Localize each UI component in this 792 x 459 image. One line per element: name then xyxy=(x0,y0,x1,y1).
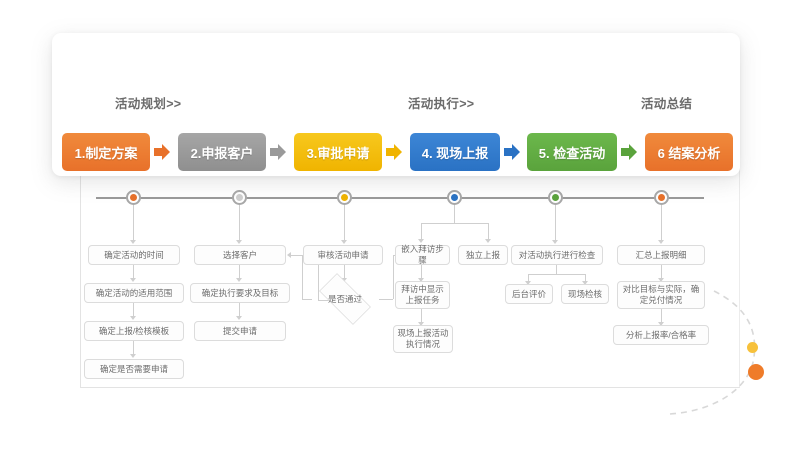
conn-col1-3-4 xyxy=(133,341,134,355)
col4-arrow-right xyxy=(485,239,491,243)
conn-col6-2-3 xyxy=(661,309,662,323)
step-chip-5[interactable]: 5. 检查活动 xyxy=(527,133,617,171)
col4-split-right xyxy=(488,223,489,240)
timeline-dot-1[interactable] xyxy=(126,190,141,205)
timeline-arrow-2 xyxy=(236,240,242,244)
timeline-arrow-6 xyxy=(658,240,664,244)
conn-col6-1-2 xyxy=(661,265,662,279)
flow-box-col6-3[interactable]: 分析上报率/合格率 xyxy=(613,325,709,345)
step-chip-2[interactable]: 2.申报客户 xyxy=(178,133,266,171)
timeline-stem-4 xyxy=(454,205,455,223)
phase-label-summary: 活动总结 xyxy=(641,97,693,111)
chevron-arrow-5 xyxy=(620,143,638,161)
timeline-dot-3[interactable] xyxy=(337,190,352,205)
step-chip-3[interactable]: 3.审批申请 xyxy=(294,133,382,171)
col4-split-left xyxy=(421,223,422,240)
decorative-dot-large xyxy=(748,364,764,380)
step-chip-6[interactable]: 6 结案分析 xyxy=(645,133,733,171)
timeline-arrow-1 xyxy=(130,240,136,244)
flow-box-col4-4[interactable]: 现场上报活动执行情况 xyxy=(393,325,453,353)
arrow-col2-2-3 xyxy=(236,316,242,320)
timeline-arrow-3 xyxy=(341,240,347,244)
conn-col1-1-2 xyxy=(133,265,134,279)
timeline-stem-5 xyxy=(555,205,556,241)
flow-box-col5-3[interactable]: 现场检核 xyxy=(561,284,609,304)
conn-col3-1-2 xyxy=(344,265,345,279)
timeline-rail xyxy=(96,197,704,199)
arrow-col1-3-4 xyxy=(130,354,136,358)
timeline-dot-4[interactable] xyxy=(447,190,462,205)
arrow-col6-1-2 xyxy=(658,278,664,282)
process-overview-card: 活动规划>> 活动执行>> 活动总结 1.制定方案 2.申报客户 3.审批申请 … xyxy=(52,33,740,176)
conn-col5-split-l xyxy=(528,274,529,282)
chevron-arrow-2 xyxy=(269,143,287,161)
timeline-dot-2[interactable] xyxy=(232,190,247,205)
flow-diagram-panel xyxy=(80,168,740,388)
step-chip-4[interactable]: 4. 现场上报 xyxy=(410,133,500,171)
flow-box-col3-1[interactable]: 审核活动申请 xyxy=(303,245,383,265)
flow-box-col5-2[interactable]: 后台评价 xyxy=(505,284,553,304)
conn-col4-1-3 xyxy=(421,265,422,279)
timeline-arrow-5 xyxy=(552,240,558,244)
conn-col4-3-4 xyxy=(421,309,422,323)
timeline-dot-5[interactable] xyxy=(548,190,563,205)
flow-decision-col3[interactable]: 是否通过 xyxy=(311,273,379,325)
decorative-dot-small xyxy=(747,342,758,353)
conn-col5-split-r xyxy=(585,274,586,282)
flow-box-col2-1[interactable]: 选择客户 xyxy=(194,245,286,265)
arrow-col4-3-4 xyxy=(418,322,424,326)
flow-box-col5-1[interactable]: 对活动执行进行检查 xyxy=(511,245,603,265)
arrow-col1-1-2 xyxy=(130,278,136,282)
flow-box-col4-2[interactable]: 独立上报 xyxy=(458,245,508,265)
arrow-col2-1-2 xyxy=(236,278,242,282)
timeline-stem-3 xyxy=(344,205,345,241)
arrow-col4-1-3 xyxy=(418,278,424,282)
flow-box-col6-2[interactable]: 对比目标与实际，确定兑付情况 xyxy=(617,281,705,309)
arrow-col6-2-3 xyxy=(658,322,664,326)
flow-box-col1-1[interactable]: 确定活动的时间 xyxy=(88,245,180,265)
conn-loop-vert xyxy=(318,255,319,300)
chevron-arrow-4 xyxy=(503,143,521,161)
timeline-stem-6 xyxy=(661,205,662,241)
timeline-stem-1 xyxy=(133,205,134,241)
conn-decision-right-vert xyxy=(393,255,394,299)
flow-box-col1-4[interactable]: 确定是否需要申请 xyxy=(84,359,184,379)
timeline-dot-6[interactable] xyxy=(654,190,669,205)
flow-box-col4-3[interactable]: 拜访中显示上报任务 xyxy=(395,281,450,309)
chevron-arrow-3 xyxy=(385,143,403,161)
conn-decision-left-vert xyxy=(302,255,303,299)
conn-col1-2-3 xyxy=(133,303,134,317)
decision-label: 是否通过 xyxy=(327,294,362,304)
flow-box-col2-3[interactable]: 提交申请 xyxy=(194,321,286,341)
col4-split-bar xyxy=(421,223,488,224)
arrow-col5-r xyxy=(582,281,588,285)
conn-col5-stem xyxy=(556,265,557,274)
conn-decision-right xyxy=(379,299,393,300)
step-chip-1[interactable]: 1.制定方案 xyxy=(62,133,150,171)
conn-col5-split xyxy=(528,274,585,275)
chevron-arrow-1 xyxy=(153,143,171,161)
flow-box-col1-3[interactable]: 确定上报/检核模板 xyxy=(84,321,184,341)
flow-box-col1-2[interactable]: 确定活动的适用范围 xyxy=(84,283,184,303)
flow-box-col6-1[interactable]: 汇总上报明细 xyxy=(617,245,705,265)
conn-decision-left-bottom xyxy=(302,299,312,300)
col4-arrow-left xyxy=(418,239,424,243)
phase-label-execution: 活动执行>> xyxy=(408,97,475,111)
arrow-col5-l xyxy=(525,281,531,285)
arrow-loop-to-col2 xyxy=(287,252,291,258)
conn-col2-2-3 xyxy=(239,303,240,317)
conn-col2-1-2 xyxy=(239,265,240,279)
timeline-stem-2 xyxy=(239,205,240,241)
arrow-col1-2-3 xyxy=(130,316,136,320)
phase-label-planning: 活动规划>> xyxy=(115,97,182,111)
flow-box-col4-1[interactable]: 嵌入拜访步骤 xyxy=(395,244,450,265)
flow-box-col2-2[interactable]: 确定执行要求及目标 xyxy=(190,283,290,303)
